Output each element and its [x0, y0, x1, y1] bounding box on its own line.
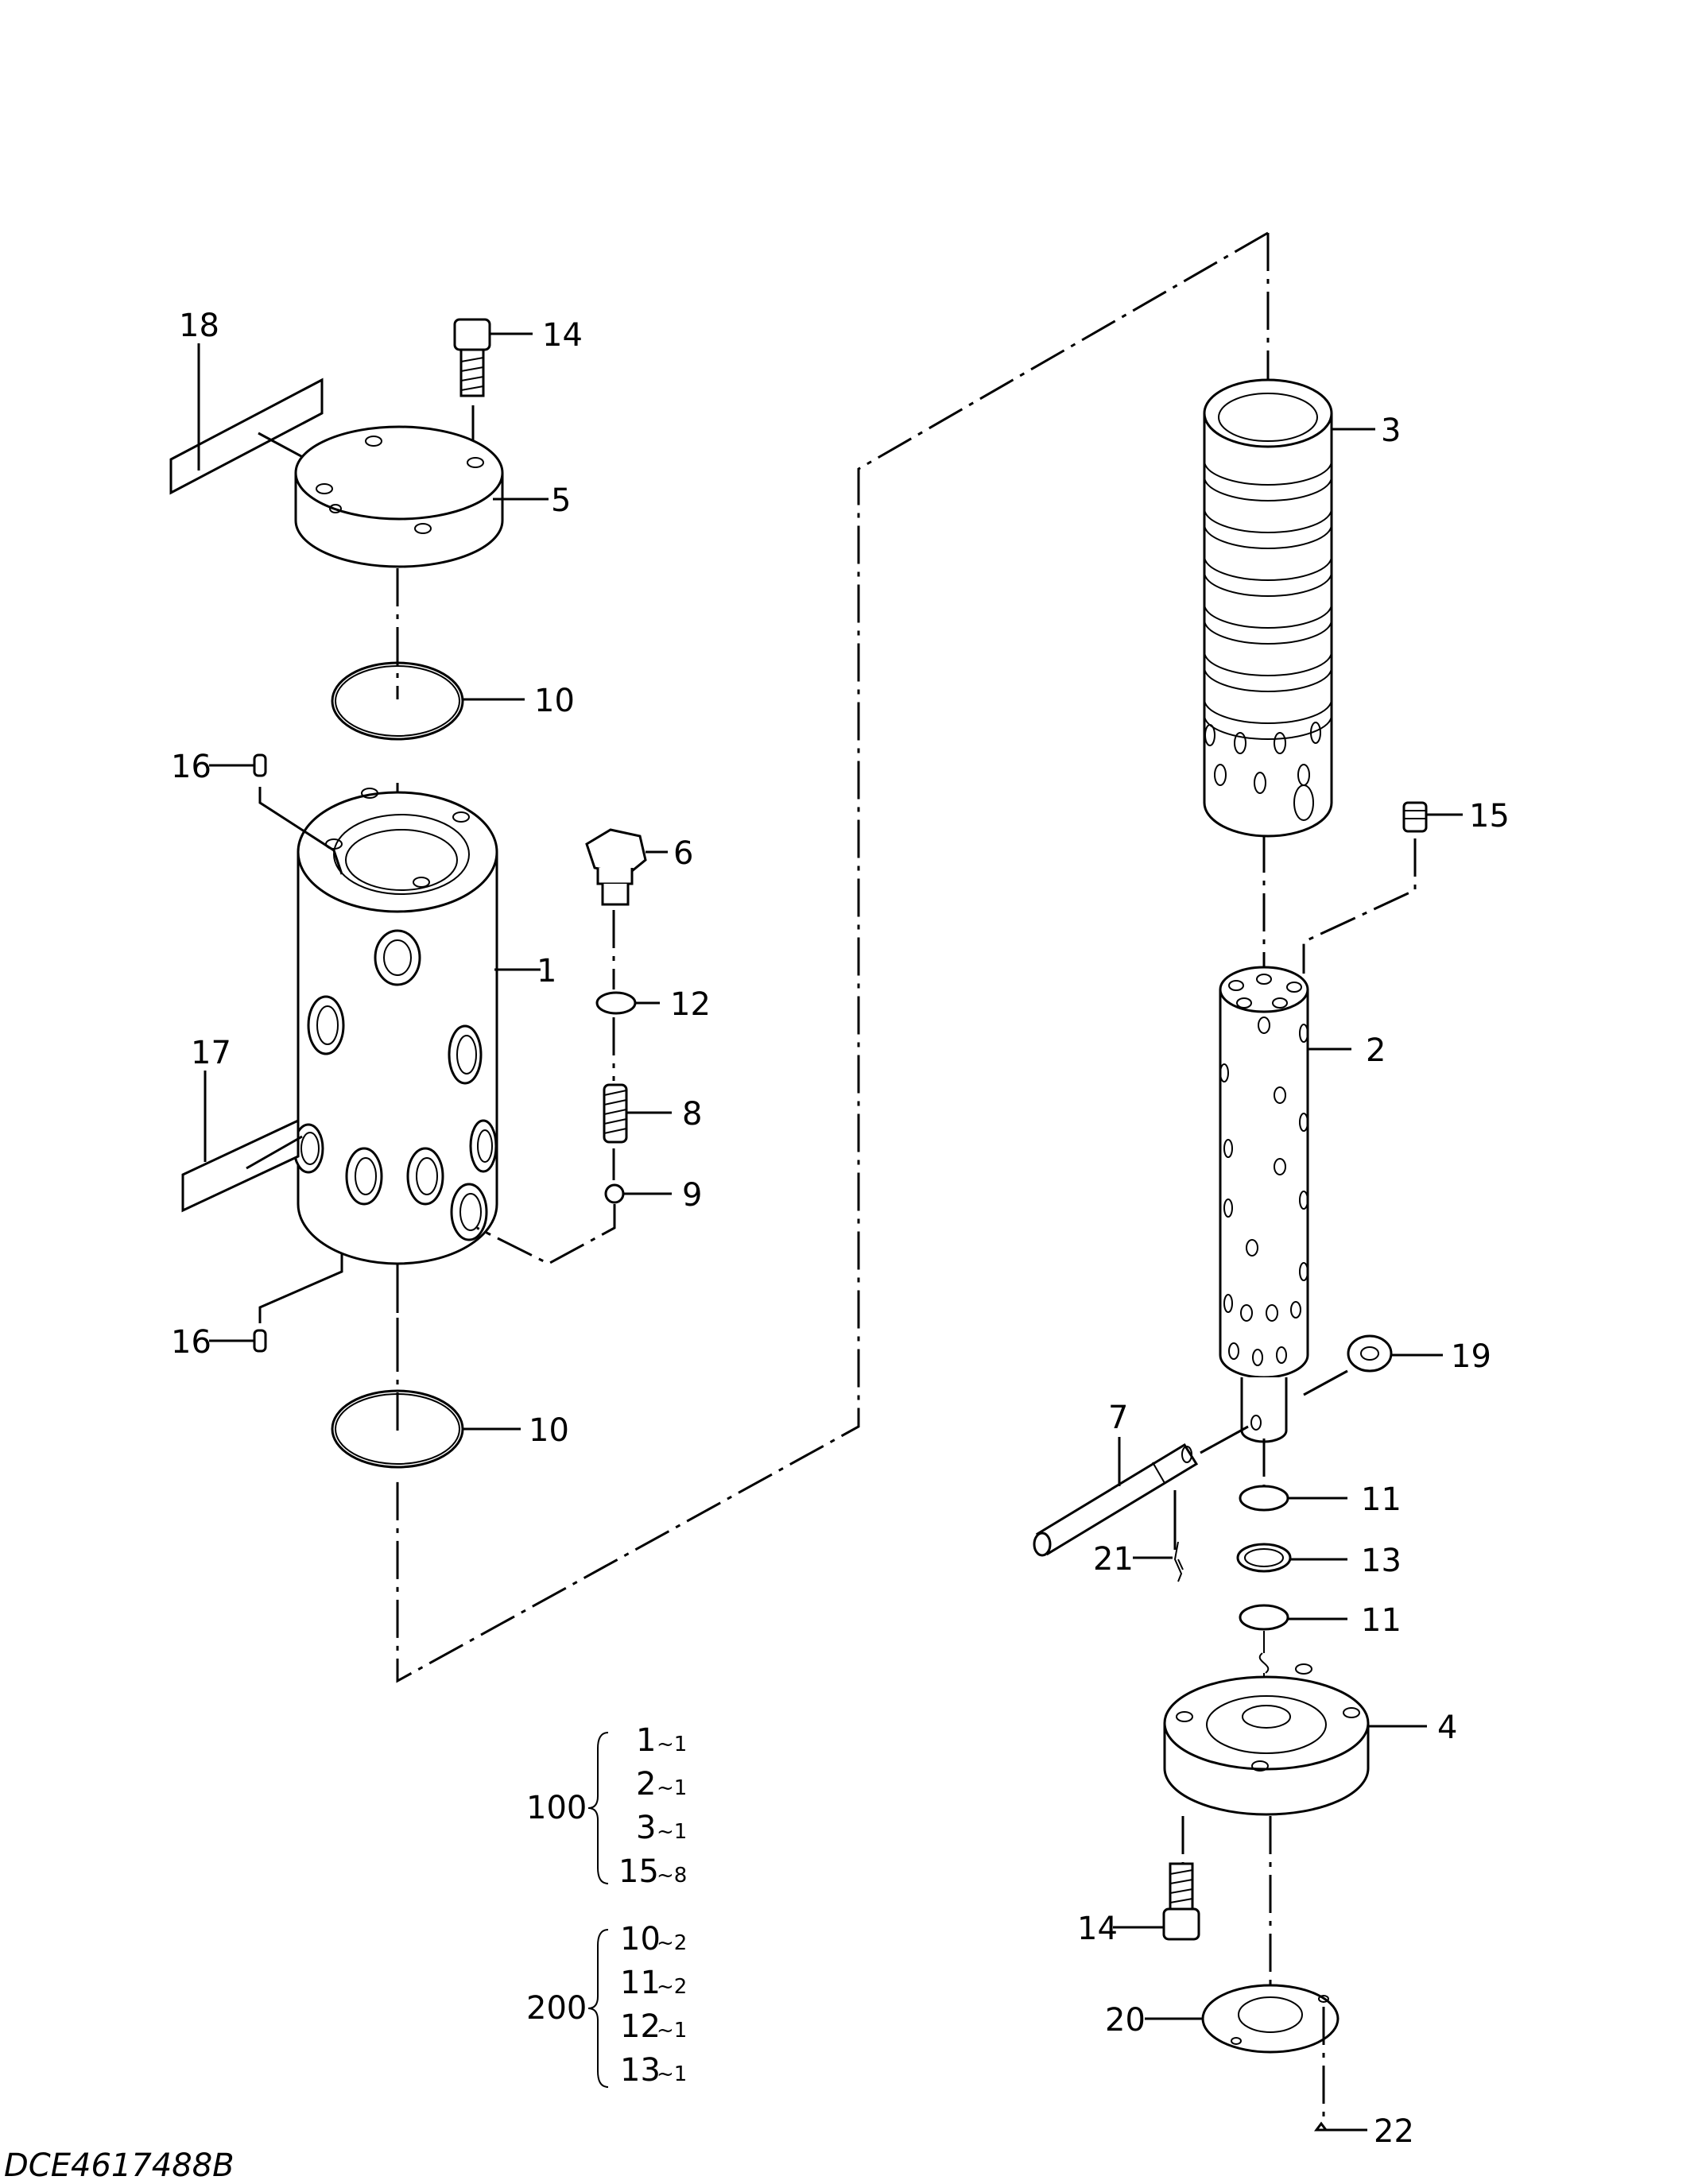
callout-11-lower: 11: [1361, 1602, 1402, 1639]
kit-item-part: 1: [636, 1722, 656, 1759]
part-14-bolt-top: [453, 318, 533, 465]
kit-item-qty: ~2: [657, 1975, 687, 1999]
part-4-bottom-cover: [1163, 1663, 1427, 1816]
callout-21: 21: [1093, 1541, 1134, 1578]
kit-list-100: 100 1 ~1 2 ~1 3 ~1 15 ~8: [526, 1722, 687, 1890]
callout-10-upper: 10: [534, 683, 575, 719]
callout-13: 13: [1361, 1543, 1402, 1579]
part-8-spring: [603, 1083, 672, 1180]
callout-20: 20: [1105, 2002, 1146, 2039]
kit-brace-200: [587, 1929, 609, 2088]
kit-item-qty: ~1: [657, 2062, 687, 2086]
part-13-backup-ring: [1236, 1543, 1347, 1573]
part-6-plug: [585, 828, 668, 989]
part-10-o-ring-upper: [331, 661, 525, 741]
kit-item-qty: ~1: [657, 1733, 687, 1756]
kit-id: 200: [526, 1990, 587, 2027]
kit-item-part: 3: [636, 1810, 656, 1846]
callout-14-bottom: 14: [1077, 1911, 1118, 1947]
kit-item-part: 12: [620, 2008, 661, 2045]
kit-item-part: 10: [620, 1921, 661, 1957]
callout-15: 15: [1469, 798, 1510, 834]
callout-17: 17: [191, 1035, 231, 1071]
callout-9: 9: [682, 1177, 702, 1214]
drawing-code: DCE4617488B: [4, 2147, 235, 2184]
part-11-o-ring-upper: [1239, 1439, 1347, 1512]
part-16-pin-lower: [209, 1254, 343, 1353]
kit-item-part: 15: [618, 1853, 659, 1890]
part-3-sleeve: [1203, 378, 1375, 838]
part-9-ball: [476, 1183, 672, 1265]
kit-item-qty: ~1: [657, 2019, 687, 2043]
part-19-washer: [1303, 1334, 1443, 1396]
kit-item-part: 13: [620, 2052, 661, 2089]
callout-7: 7: [1108, 1400, 1128, 1436]
kit-item-part: 2: [636, 1766, 656, 1803]
part-7-shaft: [1033, 1425, 1249, 1557]
callout-labels: 1 2 3 4 5 6 7 8 9 10 10 11 11 12 13 14 1…: [171, 308, 1510, 2150]
part-1-swivel-body: [293, 788, 541, 1265]
callout-4: 4: [1437, 1710, 1457, 1746]
kit-brace-100: [587, 1732, 609, 1884]
callout-8: 8: [682, 1096, 702, 1133]
callout-5: 5: [551, 482, 571, 519]
callout-16-upper: 16: [171, 749, 211, 785]
callout-11-upper: 11: [1361, 1481, 1402, 1518]
callout-6: 6: [673, 835, 693, 872]
callout-10-lower: 10: [529, 1412, 569, 1449]
part-20-plate: [1145, 1984, 1340, 2054]
part-16-pin-upper: [209, 753, 343, 875]
kit-item-part: 11: [620, 1965, 661, 2001]
callout-2: 2: [1366, 1032, 1386, 1069]
part-2-spindle: [1219, 966, 1351, 1443]
part-10-o-ring-lower: [331, 1389, 521, 1469]
kit-item-qty: ~2: [657, 1931, 687, 1955]
callout-12: 12: [670, 986, 711, 1023]
callout-16-lower: 16: [171, 1324, 211, 1361]
part-5-top-cover: [294, 425, 549, 568]
callout-3: 3: [1381, 412, 1401, 449]
part-17-plate: [181, 1071, 303, 1213]
part-15-plug: [1302, 801, 1463, 974]
kit-item-qty: ~1: [657, 1776, 687, 1800]
part-21-cotter-pin: [1133, 1490, 1184, 1582]
assembly-center-lines: [396, 231, 1272, 2019]
callout-19: 19: [1451, 1338, 1491, 1375]
part-12-o-ring: [595, 991, 660, 1081]
kit-list-200: 200 10 ~2 11 ~2 12 ~1 13 ~1: [526, 1921, 687, 2089]
part-14-bolt-bottom: [1113, 1862, 1200, 1941]
kit-item-qty: ~1: [657, 1820, 687, 1844]
callout-22: 22: [1374, 2113, 1414, 2150]
callout-14-top: 14: [542, 317, 583, 354]
callout-1: 1: [537, 953, 556, 989]
part-22-screw: [1314, 2007, 1367, 2132]
callout-18: 18: [179, 308, 219, 344]
kit-id: 100: [526, 1790, 587, 1826]
kit-item-qty: ~8: [657, 1864, 687, 1888]
